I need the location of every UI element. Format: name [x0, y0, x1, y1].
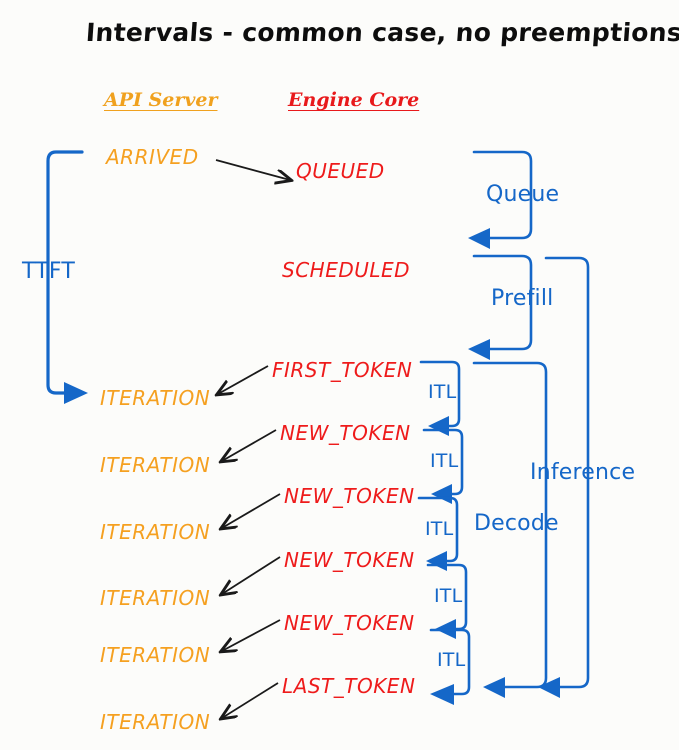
- bracket-itl-5: [429, 628, 471, 705]
- state-new-token-2: NEW_TOKEN: [284, 484, 415, 508]
- state-iteration-5: ITERATION: [100, 643, 211, 667]
- state-last-token: LAST_TOKEN: [282, 674, 416, 698]
- state-new-token-4: NEW_TOKEN: [284, 611, 415, 635]
- bracket-queue: [468, 150, 533, 249]
- state-iteration-2: ITERATION: [100, 453, 211, 477]
- interval-label-itl-1: ITL: [428, 381, 457, 403]
- arrow-new-token-2-to-iteration: [222, 493, 281, 528]
- arrow-new-token-4-to-iteration: [222, 619, 281, 651]
- page-title: Intervals - common case, no preemptions: [84, 18, 679, 47]
- interval-label-itl-2: ITL: [430, 450, 459, 472]
- arrow-new-token-3-to-iteration: [222, 556, 281, 594]
- arrow-new-token-1-to-iteration: [222, 429, 277, 461]
- state-new-token-1: NEW_TOKEN: [280, 421, 411, 445]
- state-iteration-1: ITERATION: [100, 386, 211, 410]
- state-iteration-6: ITERATION: [100, 710, 211, 734]
- bracket-ttft: [46, 150, 88, 404]
- bracket-inference: [538, 256, 590, 698]
- interval-label-prefill: Prefill: [491, 286, 554, 311]
- arrow-first-token-to-iteration: [218, 365, 269, 394]
- interval-label-itl-4: ITL: [434, 585, 463, 607]
- bracket-prefill: [468, 254, 533, 360]
- interval-label-ttft: TTFT: [22, 259, 75, 284]
- state-first-token: FIRST_TOKEN: [272, 358, 413, 382]
- state-arrived: ARRIVED: [106, 145, 199, 169]
- interval-label-queue: Queue: [486, 182, 560, 207]
- state-queued: QUEUED: [296, 159, 385, 183]
- interval-label-decode: Decode: [474, 511, 559, 536]
- column-header-api-server: API Server: [104, 89, 218, 111]
- column-header-engine-core: Engine Core: [288, 89, 420, 111]
- state-iteration-4: ITERATION: [100, 586, 211, 610]
- state-new-token-3: NEW_TOKEN: [284, 548, 415, 572]
- state-scheduled: SCHEDULED: [282, 258, 411, 282]
- arrow-last-token-to-iteration: [222, 682, 279, 718]
- interval-label-inference: Inference: [530, 460, 636, 485]
- arrow-arrived-to-queued: [215, 159, 290, 180]
- state-iteration-3: ITERATION: [100, 520, 211, 544]
- interval-label-itl-3: ITL: [425, 518, 454, 540]
- interval-label-itl-5: ITL: [437, 649, 466, 671]
